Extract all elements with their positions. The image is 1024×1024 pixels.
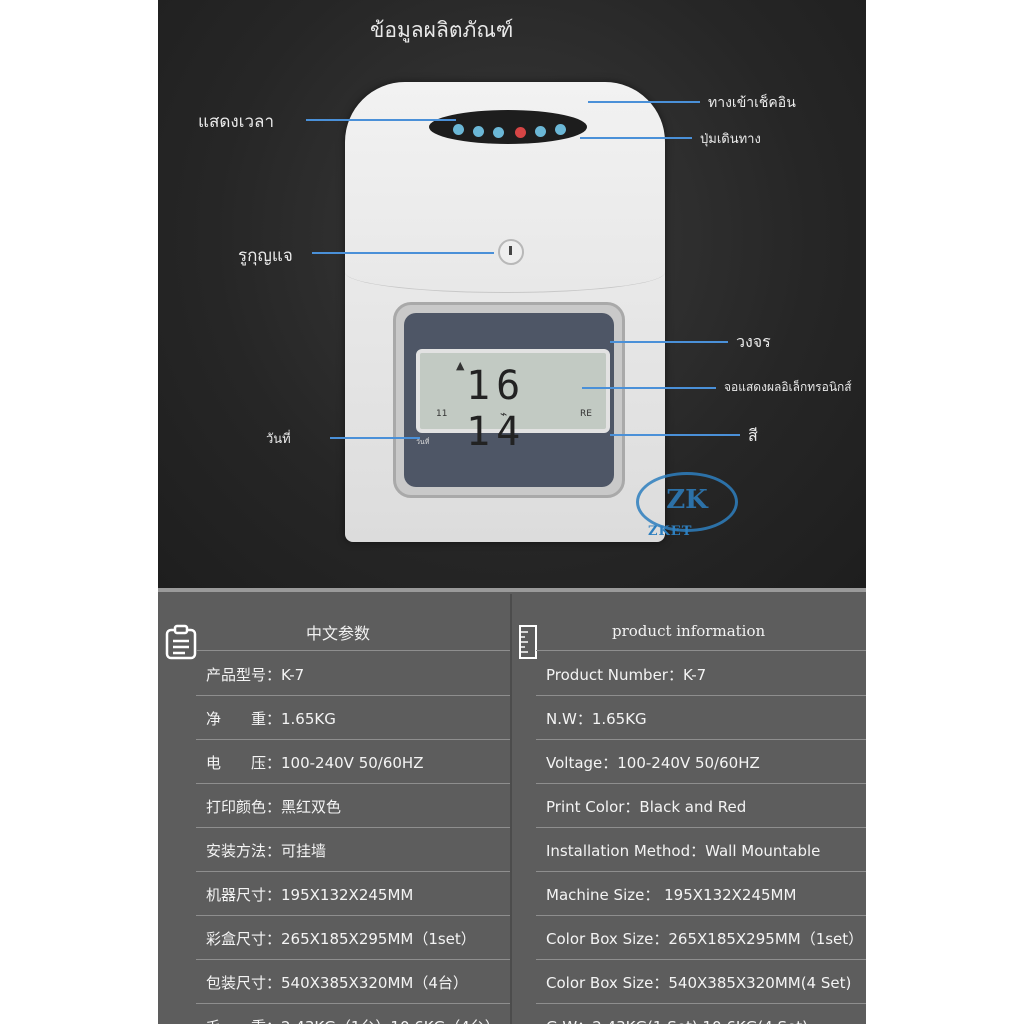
spec-row-text: 机器尺寸：195X132X245MM — [206, 886, 414, 904]
spec-row-text: 安装方法：可挂墙 — [206, 842, 327, 860]
spec-row-text: N.W：1.65KG — [546, 710, 647, 728]
callout-card-slot: ทางเข้าเช็คอิน — [708, 95, 796, 111]
spec-row: 毛 重：2.43KG（1台）10.6KG（4台） — [196, 1004, 510, 1024]
function-button — [535, 126, 546, 137]
spec-row-text: 彩盒尺寸：265X185X295MM（1set） — [206, 930, 476, 948]
spec-row: 净 重：1.65KG — [196, 696, 510, 740]
spec-row: N.W：1.65KG — [536, 696, 866, 740]
spec-row: 安装方法：可挂墙 — [196, 828, 510, 872]
watermark-text: ZKET — [648, 524, 693, 539]
lcd-left-text: 11 — [436, 409, 448, 419]
spec-row: Voltage：100-240V 50/60HZ — [536, 740, 866, 784]
spec-en-header: product information — [612, 622, 766, 640]
clipboard-icon — [165, 624, 197, 660]
callout-time-display: แสดงเวลา — [198, 112, 274, 132]
callout-function-buttons: ปุ่มเดินทาง — [700, 132, 761, 147]
function-button — [515, 127, 526, 138]
spec-row-text: 打印颜色：黑红双色 — [206, 798, 342, 816]
product-panel: ข้อมูลผลิตภัณฑ์ ▲ 16 14 11 ⌁ — [158, 0, 866, 1024]
spec-row-text: G.W：2.43KG(1 Set) 10.6KG(4 Set) — [546, 1016, 808, 1024]
callout-line — [588, 101, 700, 103]
spec-row: Installation Method：Wall Mountable — [536, 828, 866, 872]
spec-row-text: 产品型号：K-7 — [206, 666, 305, 684]
display-window: ▲ 16 14 11 ⌁ RE วันที่ — [393, 302, 625, 498]
lcd-time: 16 14 — [466, 363, 527, 455]
spec-row: Machine Size： 195X132X245MM — [536, 872, 866, 916]
spec-cn-header: 中文参数 — [306, 624, 371, 643]
date-indicator: วันที่ — [416, 438, 430, 446]
lcd-right-text: RE — [580, 409, 592, 419]
callout-circuit: วงจร — [736, 332, 771, 351]
photo-border — [158, 588, 866, 592]
callout-line — [580, 137, 692, 139]
spec-row-text: 毛 重：2.43KG（1台）10.6KG（4台） — [206, 1016, 500, 1024]
power-plug-icon: ⌁ — [500, 407, 508, 421]
spec-row-text: Product Number：K-7 — [546, 666, 707, 684]
spec-row-text: Color Box Size：540X385X320MM(4 Set) — [546, 974, 852, 992]
product-photo: ข้อมูลผลิตภัณฑ์ ▲ 16 14 11 ⌁ — [158, 0, 866, 592]
callout-line — [306, 119, 456, 121]
callout-line — [610, 341, 728, 343]
time-clock-device: ▲ 16 14 11 ⌁ RE วันที่ — [345, 82, 665, 542]
callout-color: สี — [748, 426, 758, 445]
callout-lcd: จอแสดงผลอิเล็กทรอนิกส์ — [724, 380, 852, 394]
spec-row: 机器尺寸：195X132X245MM — [196, 872, 510, 916]
callout-line — [330, 437, 420, 439]
callout-line — [610, 434, 740, 436]
lcd-screen: ▲ 16 14 11 ⌁ RE — [416, 349, 610, 455]
header-underline — [196, 650, 510, 651]
spec-row: 包装尺寸：540X385X320MM（4台） — [196, 960, 510, 1004]
function-button — [493, 127, 504, 138]
column-divider — [510, 594, 512, 1024]
display-panel: ▲ 16 14 11 ⌁ RE วันที่ — [404, 313, 614, 487]
card-slot — [429, 110, 587, 144]
spec-row-text: 包装尺寸：540X385X320MM（4台） — [206, 974, 468, 992]
callout-line — [582, 387, 716, 389]
device-cover-seam — [345, 252, 665, 293]
spec-row: 产品型号：K-7 — [196, 652, 510, 696]
ruler-icon — [519, 625, 537, 659]
spec-row: 彩盒尺寸：265X185X295MM（1set） — [196, 916, 510, 960]
spec-row-text: 净 重：1.65KG — [206, 710, 336, 728]
photo-title: ข้อมูลผลิตภัณฑ์ — [370, 18, 514, 42]
lcd-indicator-icon: ▲ — [456, 359, 465, 372]
spec-row: 打印颜色：黑红双色 — [196, 784, 510, 828]
brand-logo: ZK — [636, 472, 738, 532]
spec-row: Print Color：Black and Red — [536, 784, 866, 828]
spec-row: Color Box Size：265X185X295MM（1set） — [536, 916, 866, 960]
callout-line — [312, 252, 494, 254]
spec-row: 电 压：100-240V 50/60HZ — [196, 740, 510, 784]
spec-row-text: 电 压：100-240V 50/60HZ — [206, 754, 424, 772]
spec-row: Color Box Size：540X385X320MM(4 Set) — [536, 960, 866, 1004]
function-button — [453, 124, 464, 135]
spec-row-text: Color Box Size：265X185X295MM（1set） — [546, 930, 864, 948]
function-button — [473, 126, 484, 137]
spec-row: G.W：2.43KG(1 Set) 10.6KG(4 Set) — [536, 1004, 866, 1024]
function-button — [555, 124, 566, 135]
spec-row-text: Machine Size： 195X132X245MM — [546, 886, 797, 904]
header-underline — [536, 650, 866, 651]
callout-key-hole: รูกุญแจ — [238, 246, 293, 266]
keyhole-icon — [498, 239, 524, 265]
spec-row-text: Installation Method：Wall Mountable — [546, 842, 821, 860]
spec-row: Product Number：K-7 — [536, 652, 866, 696]
spec-row-text: Voltage：100-240V 50/60HZ — [546, 754, 760, 772]
spec-row-text: Print Color：Black and Red — [546, 798, 747, 816]
callout-date: วันที่ — [266, 432, 291, 447]
